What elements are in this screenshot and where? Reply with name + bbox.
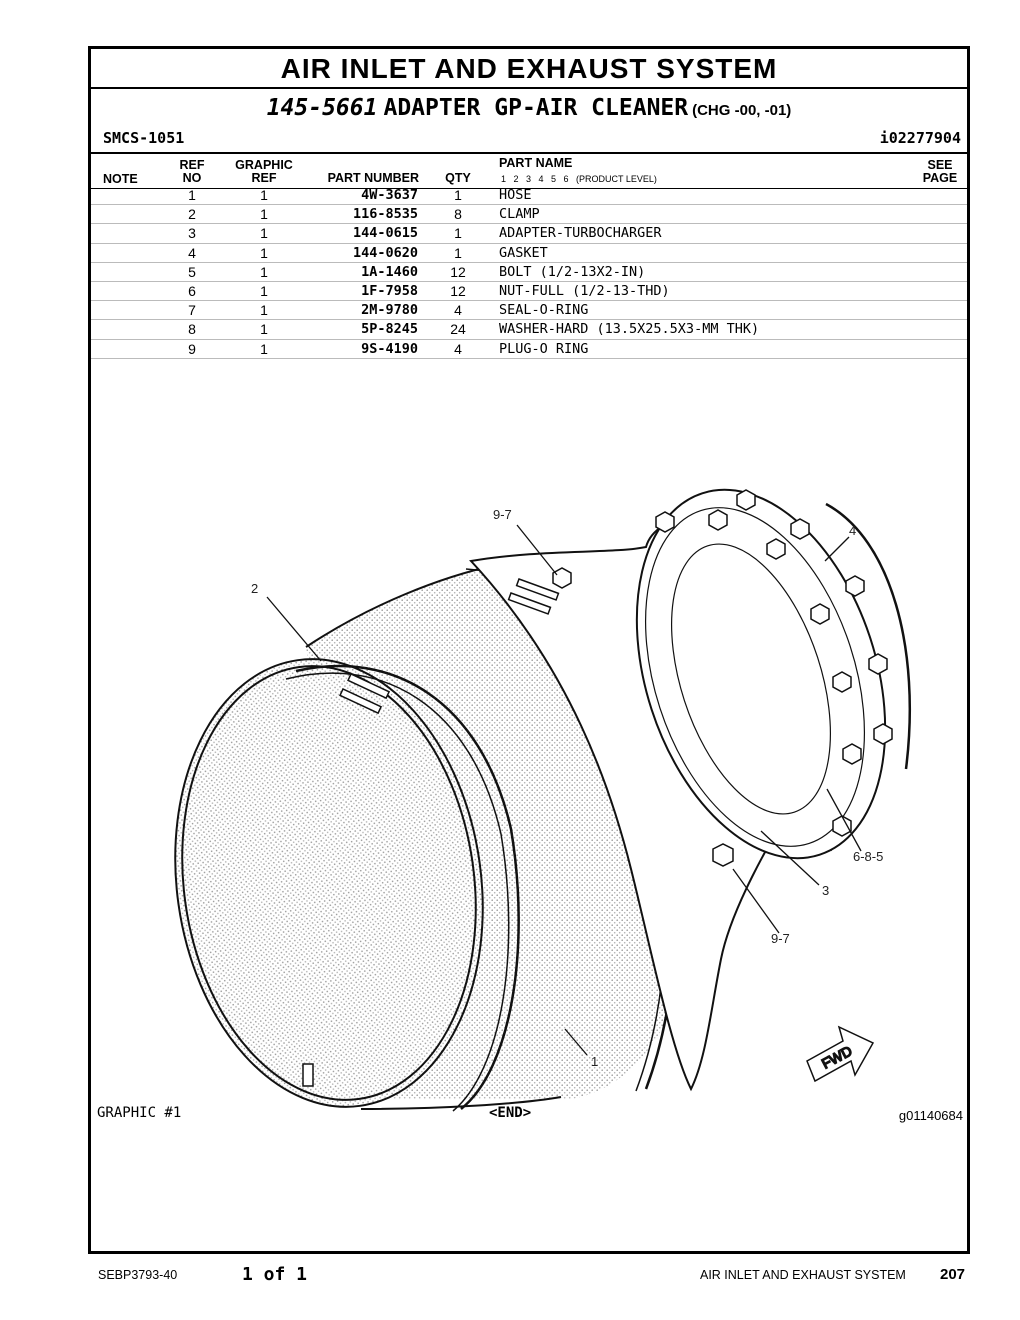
quantity: 4	[454, 302, 462, 319]
flange-bolts	[552, 489, 893, 867]
part-number: 2M-9780	[361, 302, 418, 319]
footer-document-number: SEBP3793-40	[98, 1268, 178, 1282]
table-row: 6 1 1F-7958 12 NUT-FULL (1/2-13-THD)	[91, 282, 967, 302]
document-id: i02277904	[879, 129, 961, 147]
exploded-view-illustration: FWD 9-7 4 2 6-8-5 3 9-7 1	[174, 488, 912, 1112]
quantity: 1	[454, 187, 462, 203]
table-row: 2 1 116-8535 8 CLAMP	[91, 205, 967, 225]
footer-section: AIR INLET AND EXHAUST SYSTEM	[700, 1268, 906, 1282]
part-number: 144-0620	[352, 244, 418, 261]
table-row: 8 1 5P-8245 24 WASHER-HARD (13.5X25.5X3-…	[91, 320, 967, 340]
graphic-id: g01140684	[898, 1108, 963, 1123]
graphic-ref: 1	[260, 225, 268, 242]
smcs-code: SMCS-1051	[103, 129, 185, 147]
ref-no: 3	[188, 225, 196, 242]
graphic-ref: 1	[260, 187, 268, 203]
part-name: WASHER-HARD (13.5X25.5X3-MM THK)	[499, 321, 760, 338]
callout-3: 3	[822, 883, 829, 898]
callout-9-7-bottom: 9-7	[771, 931, 790, 946]
ref-no: 5	[188, 263, 196, 280]
table-header: NOTE REF NO GRAPHIC REF PART NUMBER QTY …	[91, 152, 967, 189]
header-see-top: SEE	[927, 158, 953, 172]
graphic-ref: 1	[260, 244, 268, 261]
fwd-arrow: FWD	[806, 1025, 875, 1083]
part-number: 1F-7958	[361, 282, 418, 299]
graphic-ref: 1	[260, 302, 268, 319]
graphic-ref: 1	[260, 206, 268, 223]
clamp-screws	[302, 578, 560, 1087]
graphic-ref: 1	[260, 321, 268, 338]
header-qty: QTY	[445, 171, 471, 185]
leader-lines	[266, 524, 862, 1056]
table-row: 9 1 9S-4190 4 PLUG-O RING	[91, 340, 967, 359]
part-number: 5P-8245	[361, 321, 418, 338]
part-number: 4W-3637	[361, 187, 418, 203]
part-number: 1A-1460	[361, 263, 418, 280]
quantity: 12	[450, 263, 466, 280]
quantity: 4	[454, 340, 462, 357]
part-name: HOSE	[499, 187, 532, 203]
part-number: 144-0615	[352, 225, 418, 242]
quantity: 24	[450, 321, 466, 338]
quantity: 1	[454, 244, 462, 261]
callout-4: 4	[849, 523, 856, 538]
footer-page-of: 1 of 1	[242, 1264, 308, 1285]
graphic-label: GRAPHIC #1	[97, 1105, 182, 1121]
end-marker: <END>	[489, 1105, 532, 1121]
header-part-number: PART NUMBER	[327, 171, 419, 185]
header-note: NOTE	[103, 172, 138, 186]
header-graphic-top: GRAPHIC	[235, 158, 293, 172]
change-level: (CHG -00, -01)	[692, 102, 792, 119]
quantity: 12	[450, 282, 466, 299]
graphic-ref: 1	[260, 340, 268, 357]
footer-page-number: 207	[940, 1266, 966, 1283]
ref-no: 1	[188, 187, 196, 203]
part-number: 9S-4190	[361, 340, 418, 357]
header-part-name: PART NAME	[499, 156, 573, 170]
ref-no: 2	[188, 206, 196, 223]
header-see-bottom: PAGE	[922, 171, 958, 185]
ref-no: 8	[188, 321, 196, 338]
table-row: 1 1 4W-3637 1 HOSE	[91, 186, 967, 206]
callout-2: 2	[251, 581, 258, 596]
page-title: AIR INLET AND EXHAUST SYSTEM	[91, 49, 967, 89]
ref-no: 6	[188, 282, 196, 299]
part-name: CLAMP	[499, 206, 540, 223]
callout-6-8-5: 6-8-5	[853, 849, 883, 864]
group-part-number: 145-5661	[266, 95, 378, 121]
group-name: ADAPTER GP-AIR CLEANER	[383, 95, 689, 121]
ref-no: 4	[188, 244, 196, 261]
part-number: 116-8535	[352, 206, 418, 223]
table-row: 7 1 2M-9780 4 SEAL-O-RING	[91, 301, 967, 321]
header-product-level: 1 2 3 4 5 6 (PRODUCT LEVEL)	[501, 174, 657, 184]
callout-1: 1	[591, 1054, 598, 1069]
quantity: 8	[454, 206, 462, 223]
part-name: ADAPTER-TURBOCHARGER	[499, 225, 662, 242]
table-row: 3 1 144-0615 1 ADAPTER-TURBOCHARGER	[91, 224, 967, 244]
part-name: BOLT (1/2-13X2-IN)	[499, 263, 646, 280]
part-name: NUT-FULL (1/2-13-THD)	[499, 282, 670, 299]
quantity: 1	[454, 225, 462, 242]
header-ref-top: REF	[179, 158, 205, 172]
header-ref-bottom: NO	[182, 171, 202, 185]
part-name: PLUG-O RING	[499, 340, 589, 357]
graphic-ref: 1	[260, 282, 268, 299]
adapter-turbocharger	[469, 488, 912, 1092]
table-row: 4 1 144-0620 1 GASKET	[91, 244, 967, 263]
graphic-ref: 1	[260, 263, 268, 280]
part-name: SEAL-O-RING	[499, 302, 589, 319]
part-name: GASKET	[499, 244, 548, 261]
parts-table-body: 1 1 4W-3637 1 HOSE 2 1 116-8535 8 CLAMP …	[91, 186, 967, 359]
ref-no: 7	[188, 302, 196, 319]
header-graphic-bottom: REF	[251, 171, 277, 185]
table-row: 5 1 1A-1460 12 BOLT (1/2-13X2-IN)	[91, 263, 967, 282]
ref-no: 9	[188, 340, 196, 357]
callout-9-7-top: 9-7	[493, 507, 512, 522]
